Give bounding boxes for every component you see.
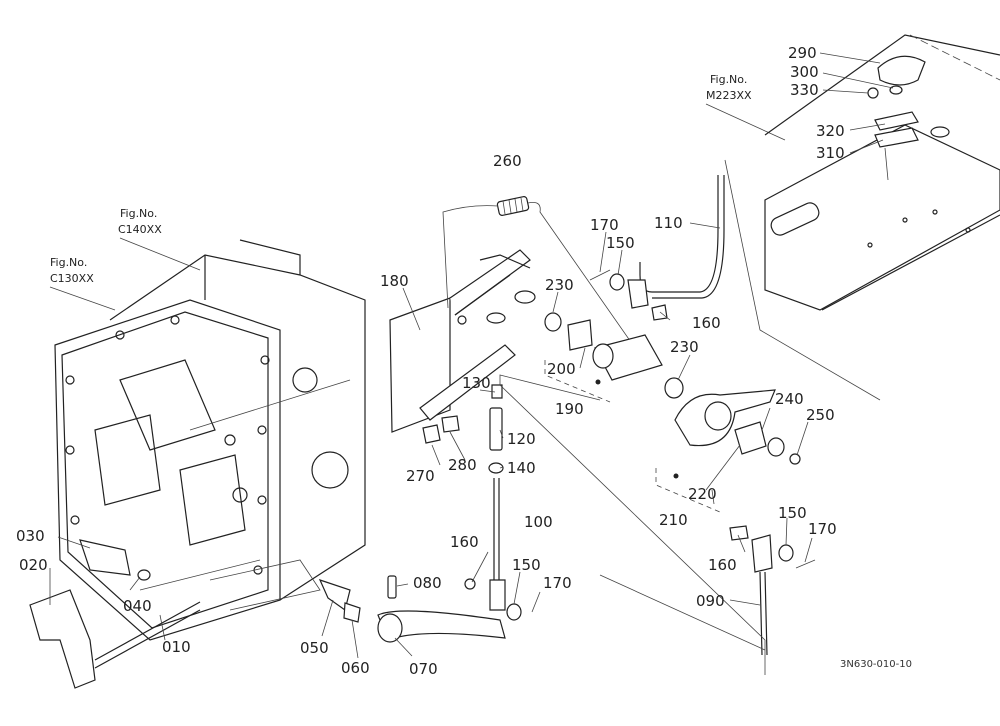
part-label-060: 060 <box>341 659 370 677</box>
rod-090 <box>729 525 816 656</box>
part-label-190: 190 <box>555 400 584 418</box>
fig-ref-c140: Fig.No. C140XX <box>118 207 201 271</box>
fig-ref-c130: Fig.No. C130XX <box>49 256 116 311</box>
part-label-270: 270 <box>406 467 435 485</box>
lever-210 <box>655 389 801 513</box>
reference-lines <box>139 159 881 675</box>
part-label-120: 120 <box>507 430 536 448</box>
arm-070 <box>377 575 506 643</box>
part-label-160-right: 160 <box>708 556 737 574</box>
part-label-170-mid: 170 <box>543 574 572 592</box>
part-label-230-right: 230 <box>670 338 699 356</box>
part-label-170-top: 170 <box>590 216 619 234</box>
fig-ref-c140-title: Fig.No. <box>120 207 157 220</box>
part-label-110: 110 <box>654 214 683 232</box>
part-label-160-mid: 160 <box>450 533 479 551</box>
part-label-330: 330 <box>790 81 819 99</box>
part-label-170-right: 170 <box>808 520 837 538</box>
part-label-020: 020 <box>19 556 48 574</box>
bolts-270-280 <box>422 415 460 444</box>
part-label-250: 250 <box>806 406 835 424</box>
part-label-100: 100 <box>524 513 553 531</box>
part-label-010: 010 <box>162 638 191 656</box>
part-label-070: 070 <box>409 660 438 678</box>
part-label-160-top: 160 <box>692 314 721 332</box>
part-label-050: 050 <box>300 639 329 657</box>
fig-ref-m223: Fig.No. M223XX <box>705 73 786 141</box>
fig-ref-c140-code: C140XX <box>118 223 162 236</box>
fig-ref-m223-title: Fig.No. <box>710 73 747 86</box>
part-label-310: 310 <box>816 144 845 162</box>
part-label-220: 220 <box>688 485 717 503</box>
part-label-030: 030 <box>16 527 45 545</box>
fig-ref-c130-code: C130XX <box>50 272 94 285</box>
part-label-180: 180 <box>380 272 409 290</box>
part-label-200: 200 <box>547 360 576 378</box>
part-label-290: 290 <box>788 44 817 62</box>
shaft-parts <box>544 312 684 403</box>
drawing-code: 3N630-010-10 <box>840 659 912 670</box>
pins-top <box>589 269 668 321</box>
part-label-280: 280 <box>448 456 477 474</box>
rod-110 <box>627 175 725 309</box>
fig-ref-m223-code: M223XX <box>706 89 752 102</box>
part-label-150-mid: 150 <box>512 556 541 574</box>
bracket-180 <box>389 249 536 433</box>
shift-fork <box>29 539 361 689</box>
knob-assembly <box>867 55 926 181</box>
part-label-240: 240 <box>775 390 804 408</box>
part-label-040: 040 <box>123 597 152 615</box>
part-label-300: 300 <box>790 63 819 81</box>
part-label-150-top: 150 <box>606 234 635 252</box>
part-label-130: 140 <box>507 459 536 477</box>
part-label-090: 090 <box>696 592 725 610</box>
part-label-210: 210 <box>659 511 688 529</box>
part-label-080: 080 <box>413 574 442 592</box>
spring-260 <box>442 195 641 356</box>
leader-lines <box>49 52 894 659</box>
rod-100 <box>464 384 522 621</box>
part-label-140: 130 <box>462 374 491 392</box>
part-label-150-right: 150 <box>778 504 807 522</box>
part-label-320: 320 <box>816 122 845 140</box>
part-label-260: 260 <box>493 152 522 170</box>
fig-ref-c130-title: Fig.No. <box>50 256 87 269</box>
transmission-housing <box>54 239 366 641</box>
part-labels: 290 300 330 320 310 260 110 170 150 180 … <box>16 44 912 678</box>
part-label-230-left: 230 <box>545 276 574 294</box>
